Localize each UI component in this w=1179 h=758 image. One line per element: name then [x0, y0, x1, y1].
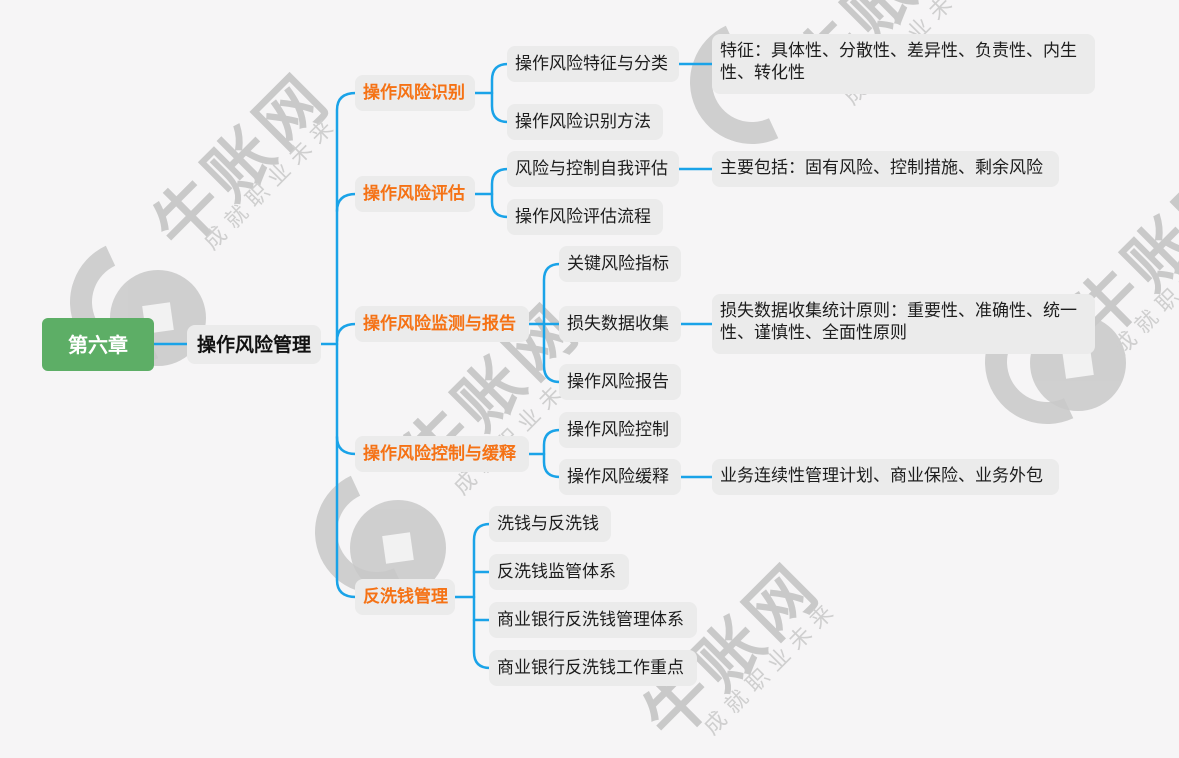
- subtopic-label: 操作风险控制: [567, 420, 669, 440]
- detail-label: 主要包括：固有风险、控制措施、剩余风险: [720, 158, 1043, 178]
- subtopic-label: 操作风险评估流程: [515, 207, 651, 227]
- subtopic-node[interactable]: 操作风险控制: [559, 412, 681, 448]
- topic-label: 操作风险识别: [363, 83, 465, 103]
- detail-label: 业务连续性管理计划、商业保险、业务外包: [720, 466, 1043, 486]
- subtopic-node[interactable]: 商业银行反洗钱管理体系: [489, 602, 697, 638]
- subtopic-node[interactable]: 风险与控制自我评估: [507, 151, 679, 187]
- topic-node-risk-identification[interactable]: 操作风险识别: [355, 75, 475, 111]
- subtopic-label: 洗钱与反洗钱: [497, 514, 599, 534]
- subtopic-node[interactable]: 操作风险特征与分类: [507, 46, 679, 82]
- subtopic-label: 损失数据收集: [567, 314, 669, 334]
- topic-label: 操作风险控制与缓释: [363, 444, 516, 464]
- subtopic-label: 反洗钱监管体系: [497, 562, 616, 582]
- subtopic-label: 风险与控制自我评估: [515, 159, 668, 179]
- connector-lines: [152, 62, 714, 670]
- subtopic-node[interactable]: 操作风险识别方法: [507, 104, 663, 140]
- detail-node[interactable]: 损失数据收集统计原则：重要性、准确性、统一性、谨慎性、全面性原则: [712, 294, 1095, 354]
- root-node[interactable]: 第六章: [42, 318, 154, 371]
- subtopic-label: 操作风险报告: [567, 372, 669, 392]
- subtopic-node[interactable]: 商业银行反洗钱工作重点: [489, 650, 697, 686]
- topic-node-risk-control-mitigation[interactable]: 操作风险控制与缓释: [355, 436, 529, 472]
- subtopic-node[interactable]: 操作风险缓释: [559, 459, 681, 495]
- detail-node[interactable]: 业务连续性管理计划、商业保险、业务外包: [712, 459, 1059, 495]
- subtopic-label: 关键风险指标: [567, 254, 669, 274]
- mind-map-canvas: 牛账网 成就职业未来 牛账网 成就职业未来 牛账网 成就职业未来 牛账网 成就职…: [0, 0, 1179, 725]
- topic-node-risk-monitoring-reporting[interactable]: 操作风险监测与报告: [355, 306, 529, 342]
- subtopic-node[interactable]: 操作风险报告: [559, 364, 681, 400]
- subtopic-node[interactable]: 洗钱与反洗钱: [489, 506, 611, 542]
- detail-label: 特征：具体性、分散性、差异性、负责性、内生性、转化性: [720, 41, 1077, 83]
- detail-node[interactable]: 主要包括：固有风险、控制措施、剩余风险: [712, 151, 1059, 187]
- subtopic-label: 商业银行反洗钱管理体系: [497, 610, 684, 630]
- main-topic-node[interactable]: 操作风险管理: [187, 325, 321, 364]
- detail-node[interactable]: 特征：具体性、分散性、差异性、负责性、内生性、转化性: [712, 34, 1095, 94]
- topic-node-anti-money-laundering[interactable]: 反洗钱管理: [355, 579, 455, 615]
- topic-label: 反洗钱管理: [363, 587, 448, 607]
- root-node-label: 第六章: [68, 332, 128, 357]
- subtopic-label: 操作风险缓释: [567, 467, 669, 487]
- main-topic-label: 操作风险管理: [196, 333, 311, 356]
- detail-label: 损失数据收集统计原则：重要性、准确性、统一性、谨慎性、全面性原则: [720, 301, 1077, 343]
- subtopic-label: 商业银行反洗钱工作重点: [497, 658, 684, 678]
- subtopic-node[interactable]: 反洗钱监管体系: [489, 554, 629, 590]
- topic-label: 操作风险评估: [363, 184, 465, 204]
- subtopic-node[interactable]: 关键风险指标: [559, 246, 681, 282]
- subtopic-node[interactable]: 损失数据收集: [559, 306, 681, 342]
- subtopic-label: 操作风险识别方法: [515, 112, 651, 132]
- topic-node-risk-assessment[interactable]: 操作风险评估: [355, 176, 475, 212]
- topic-label: 操作风险监测与报告: [363, 314, 516, 334]
- subtopic-label: 操作风险特征与分类: [515, 54, 668, 74]
- subtopic-node[interactable]: 操作风险评估流程: [507, 199, 663, 235]
